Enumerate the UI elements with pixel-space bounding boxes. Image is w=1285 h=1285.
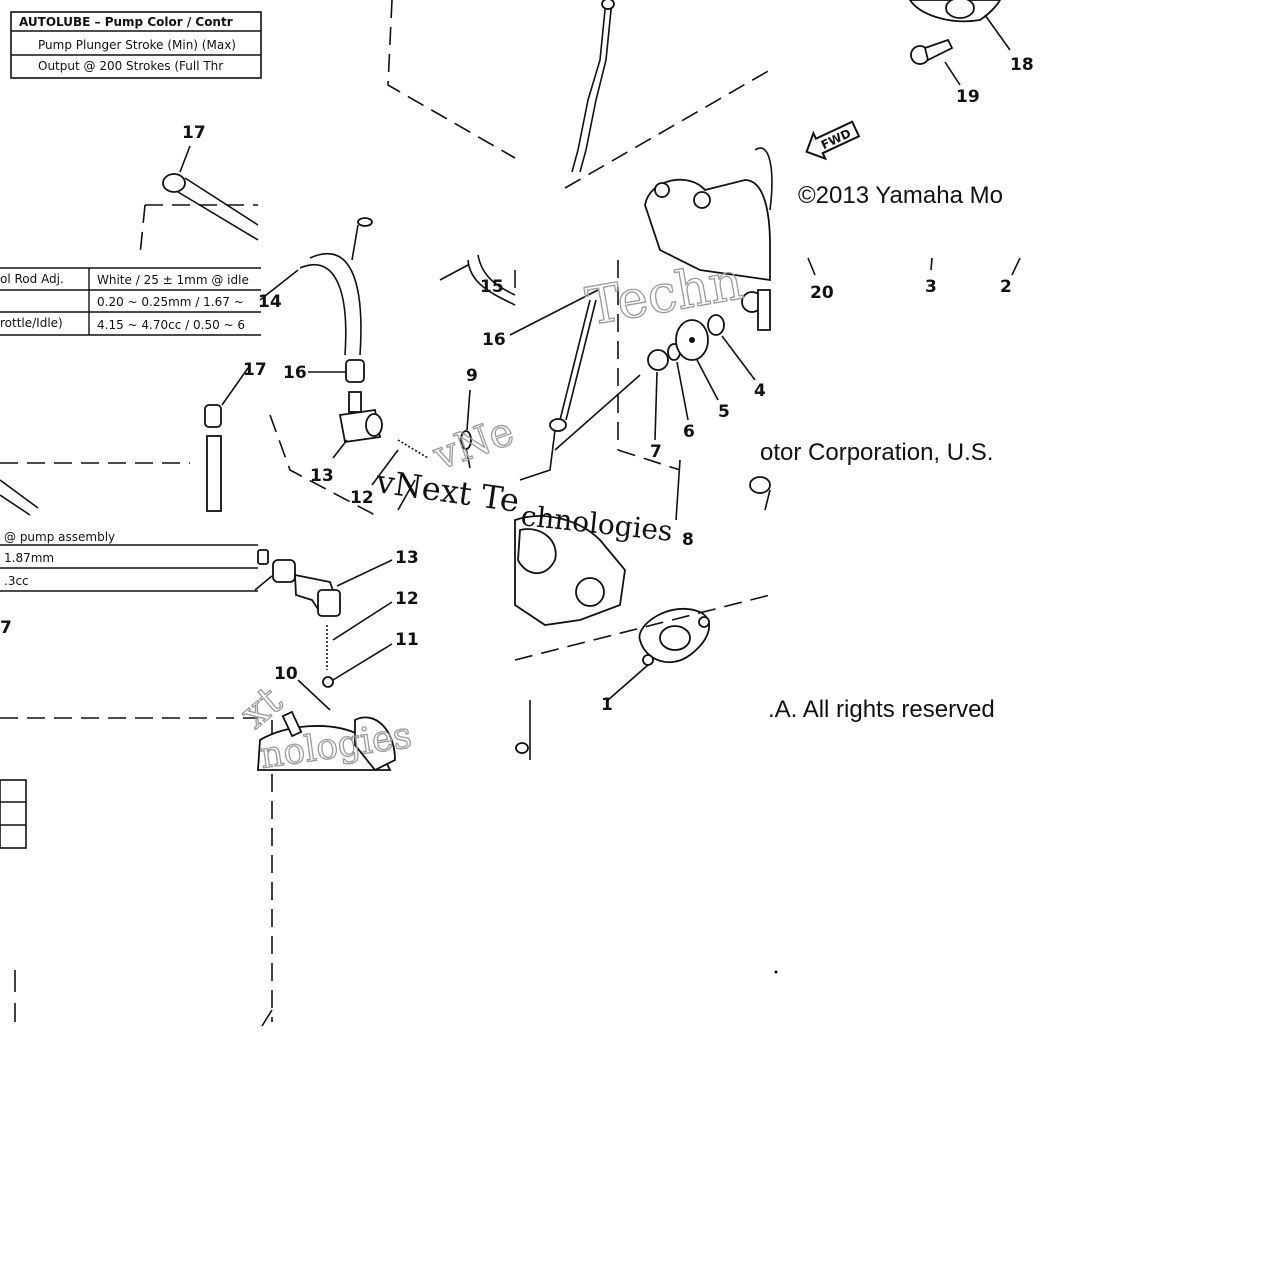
watermark-xt: xt	[232, 678, 291, 738]
autolube-header: AUTOLUBE – Pump Color / Contr	[19, 15, 233, 29]
oil-hose-17	[162, 145, 259, 241]
bolt-19	[910, 38, 961, 86]
washer-7	[647, 349, 669, 441]
callout-16-b: 16	[482, 330, 506, 350]
copyright-line-3: .A. All rights reserved	[768, 696, 995, 723]
control-rod-value: White / 25 ± 1mm @ idle	[97, 273, 249, 287]
spring-12-b	[326, 601, 393, 670]
carburetor-body	[514, 515, 626, 626]
shaft	[741, 289, 771, 331]
oil-hose-vertical	[204, 367, 249, 512]
callout-17-b: 17	[243, 360, 267, 380]
callout-11: 11	[395, 630, 419, 650]
gasket-1	[607, 607, 711, 701]
callout-16: 16	[283, 363, 307, 383]
callout-12: 12	[350, 488, 374, 508]
callout-7: 7	[650, 442, 662, 462]
ball-11	[322, 643, 393, 688]
callout-15: 15	[480, 277, 504, 297]
callout-13-b: 13	[395, 548, 419, 568]
center-panel	[257, 0, 516, 772]
plunger-stroke-label: Pump Plunger Stroke (Min) (Max)	[38, 38, 236, 52]
plate-5	[675, 319, 719, 401]
copyright-line-2: otor Corporation, U.S.	[760, 439, 993, 466]
callout-10: 10	[274, 664, 298, 684]
callout-19: 19	[956, 87, 980, 107]
right-panel: ©2013 Yamaha Mo otor Corporation, U.S. .…	[760, 0, 1034, 974]
fwd-arrow-icon: FWD	[805, 120, 861, 161]
callout-3: 3	[925, 277, 937, 297]
callout-6: 6	[683, 422, 695, 442]
spring-12	[371, 439, 429, 486]
control-table: ol Rod Adj. White / 25 ± 1mm @ idle 0.20…	[0, 267, 261, 336]
watermark-vne: vNe	[427, 408, 520, 479]
copyright-line-1: ©2013 Yamaha Mo	[798, 182, 1003, 209]
pump-assembly-label: @ pump assembly	[4, 530, 115, 544]
stroke-value: 0.20 ~ 0.25mm / 1.67 ~	[97, 295, 244, 309]
output-label: Output @ 200 Strokes (Full Thr	[38, 59, 223, 73]
autolube-table: AUTOLUBE – Pump Color / Contr Pump Plung…	[10, 11, 262, 79]
pump-output-value: .3cc	[4, 574, 29, 588]
pump-stroke-value: 1.87mm	[4, 551, 54, 565]
pump-cover	[644, 147, 773, 282]
callout-2: 2	[1000, 277, 1012, 297]
callout-13: 13	[310, 466, 334, 486]
callout-8: 8	[682, 530, 694, 550]
callout-5: 5	[718, 402, 730, 422]
callout-7-left: 7	[0, 618, 12, 638]
callout-17: 17	[182, 123, 206, 143]
left-panel: AUTOLUBE – Pump Color / Contr Pump Plung…	[0, 11, 273, 1027]
throttle-label: rottle/Idle)	[0, 316, 63, 330]
callout-4: 4	[754, 381, 766, 401]
pump-table: @ pump assembly 1.87mm .3cc	[0, 530, 258, 592]
callout-18: 18	[1010, 55, 1034, 75]
right-center-panel: FWD 15	[480, 0, 861, 760]
banjo-fitting-13	[257, 549, 393, 617]
pump-body-10	[257, 679, 396, 772]
oil-hose-diagonal	[0, 479, 39, 516]
callout-9: 9	[466, 366, 478, 386]
empty-table	[0, 779, 27, 849]
callout-14: 14	[258, 292, 282, 312]
callout-20: 20	[810, 283, 834, 303]
callouts: 14 16 13 12 9 16 13 12 11 10 8 7 6 5 4 1	[258, 292, 766, 715]
washer-4	[707, 314, 756, 381]
output-value: 4.15 ~ 4.70cc / 0.50 ~ 6	[97, 318, 245, 332]
callout-1: 1	[601, 695, 613, 715]
control-rod-label: ol Rod Adj.	[0, 272, 64, 286]
callout-12-b: 12	[395, 589, 419, 609]
